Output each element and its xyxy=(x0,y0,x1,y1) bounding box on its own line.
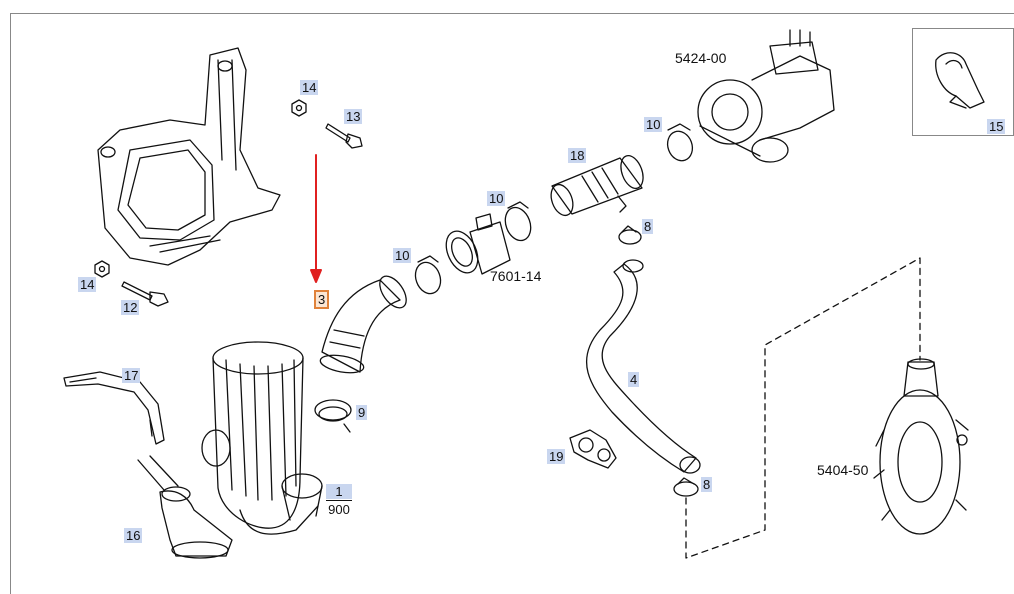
label-part-16[interactable]: 16 xyxy=(124,528,143,543)
turbocharger-5424-00[interactable] xyxy=(697,29,835,163)
label-part-13[interactable]: 13 xyxy=(344,109,363,124)
label-part-10-right[interactable]: 10 xyxy=(644,117,663,132)
nut-14-top[interactable] xyxy=(291,99,307,117)
hose-clamp-10-left[interactable] xyxy=(411,255,444,297)
label-part-10-middle[interactable]: 10 xyxy=(487,191,506,206)
label-part-1: 1 xyxy=(326,484,352,499)
label-assembly-sensor[interactable]: 7601-14 xyxy=(490,268,542,284)
hose-4[interactable] xyxy=(585,259,701,474)
seal-strip-17[interactable] xyxy=(63,371,165,445)
label-part-8-upper[interactable]: 8 xyxy=(642,219,654,234)
label-part-8-lower[interactable]: 8 xyxy=(701,477,713,492)
water-pump-5404-50[interactable] xyxy=(873,358,969,535)
direction-arrow xyxy=(310,154,322,283)
air-flow-sensor-7601-14[interactable] xyxy=(440,213,511,278)
canvas-frame-top xyxy=(10,13,1014,14)
label-part-12[interactable]: 12 xyxy=(121,300,140,315)
canvas-frame-left xyxy=(10,13,11,594)
label-assembly-pump[interactable]: 5404-50 xyxy=(817,462,869,478)
clip-19[interactable] xyxy=(569,429,617,469)
label-part-15[interactable]: 15 xyxy=(987,119,1006,134)
label-part-3-selected[interactable]: 3 xyxy=(313,290,330,309)
intake-duct-16[interactable] xyxy=(137,455,233,559)
label-part-4[interactable]: 4 xyxy=(628,372,640,387)
bolt-12[interactable] xyxy=(121,281,169,307)
heat-shield-bracket[interactable] xyxy=(97,47,281,266)
nut-14-lower[interactable] xyxy=(94,260,110,278)
label-part-10-left[interactable]: 10 xyxy=(393,248,412,263)
label-part-18[interactable]: 18 xyxy=(568,148,587,163)
label-part-9[interactable]: 9 xyxy=(356,405,368,420)
label-part-900: 900 xyxy=(328,502,350,517)
label-part-14-lower[interactable]: 14 xyxy=(78,277,97,292)
fraction-bar xyxy=(326,500,352,501)
air-filter-housing-1[interactable] xyxy=(201,341,323,535)
label-part-14-top[interactable]: 14 xyxy=(300,80,319,95)
hose-clamp-10-middle[interactable] xyxy=(501,201,535,244)
label-part-1-900[interactable]: 1 900 xyxy=(326,484,352,517)
hose-clamp-8-lower[interactable] xyxy=(673,477,699,497)
hose-clamp-10-right[interactable] xyxy=(664,123,697,164)
label-assembly-turbo[interactable]: 5424-00 xyxy=(675,50,727,66)
label-part-17[interactable]: 17 xyxy=(122,368,141,383)
label-part-19[interactable]: 19 xyxy=(547,449,566,464)
hose-clamp-9[interactable] xyxy=(314,399,352,433)
elbow-hose-3[interactable] xyxy=(319,272,412,376)
bracket-clip-15[interactable] xyxy=(935,52,985,109)
hose-clamp-8-upper[interactable] xyxy=(618,225,642,245)
bolt-13[interactable] xyxy=(325,123,363,149)
hose-18[interactable] xyxy=(547,153,647,219)
dashed-leader-lines xyxy=(685,257,921,559)
